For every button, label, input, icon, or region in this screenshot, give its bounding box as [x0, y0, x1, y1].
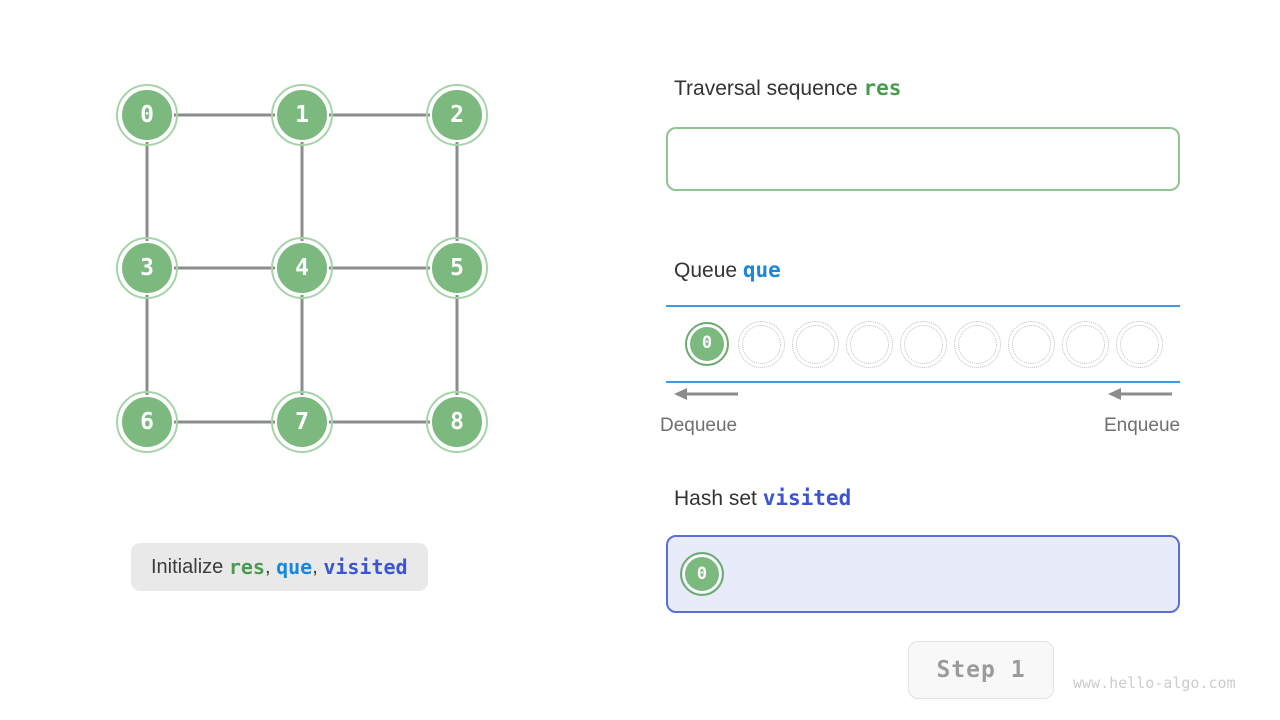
token-fill: 0 — [688, 324, 726, 363]
queue-arrow-row — [666, 385, 1180, 405]
queue-rule-bottom — [666, 381, 1180, 383]
caption-prefix: Initialize — [151, 555, 229, 578]
queue-slot-empty — [790, 319, 841, 370]
visited-items: 0 — [668, 537, 1178, 611]
graph-node-2[interactable]: 2 — [426, 84, 488, 146]
queue-title-prefix: Queue — [674, 259, 743, 282]
node-outer-ring — [426, 84, 488, 146]
queue-slot-empty — [736, 319, 787, 370]
graph-svg: 0 1 2 3 4 5 6 7 8 — [116, 84, 488, 453]
token-fill: 0 — [683, 555, 721, 593]
caption-var-visited: visited — [323, 555, 408, 579]
node-body — [275, 395, 329, 449]
res-box — [666, 127, 1180, 191]
graph-node-7[interactable]: 7 — [271, 391, 333, 453]
queue-section-title: Queue que — [674, 258, 781, 283]
graph-node-8[interactable]: 8 — [426, 391, 488, 453]
node-label: 4 — [295, 255, 309, 281]
caption-var-res: res — [228, 555, 265, 579]
visited-title-var: visited — [762, 486, 852, 510]
queue-area: 0 — [666, 305, 1180, 383]
caption-sep-2: , — [312, 555, 324, 578]
watermark: www.hello-algo.com — [1073, 674, 1236, 692]
node-outer-ring — [426, 391, 488, 453]
dequeue-arrow-icon — [674, 388, 738, 400]
queue-item: 0 — [685, 321, 729, 366]
caption-pill: Initialize res, que, visited — [131, 543, 428, 591]
node-outer-ring — [426, 237, 488, 299]
node-body — [430, 88, 484, 142]
node-label: 7 — [295, 409, 309, 435]
token-value: 0 — [701, 333, 713, 353]
node-body — [275, 241, 329, 295]
graph-node-6[interactable]: 6 — [116, 391, 178, 453]
queue-slot-empty — [1114, 319, 1165, 370]
queue-title-var: que — [742, 258, 781, 282]
token-ring — [685, 321, 729, 366]
graph-node-3[interactable]: 3 — [116, 237, 178, 299]
graph-node-4[interactable]: 4 — [271, 237, 333, 299]
caption-sep-1: , — [264, 555, 277, 578]
res-title-var: res — [863, 76, 902, 100]
node-outer-ring — [271, 391, 333, 453]
enqueue-arrow-icon — [1108, 388, 1172, 400]
queue-rule-top — [666, 305, 1180, 307]
node-body — [120, 241, 174, 295]
node-label: 0 — [140, 102, 154, 128]
node-label: 6 — [140, 409, 154, 435]
graph-panel: 0 1 2 3 4 5 6 7 8 Initialize res, que, visited — [0, 0, 620, 720]
queue-slots: 0 — [666, 305, 1180, 383]
queue-slot-empty — [844, 319, 895, 370]
visited-box: 0 — [666, 535, 1180, 613]
graph-node-1[interactable]: 1 — [271, 84, 333, 146]
token-value: 0 — [696, 563, 708, 584]
node-label: 5 — [450, 255, 464, 281]
visited-title-prefix: Hash set — [674, 487, 763, 510]
node-label: 8 — [450, 409, 464, 435]
res-section-title: Traversal sequence res — [674, 76, 901, 101]
visited-item: 0 — [680, 552, 724, 596]
node-label: 3 — [140, 255, 154, 281]
node-body — [275, 88, 329, 142]
graph-node-0[interactable]: 0 — [116, 84, 178, 146]
state-panel: Traversal sequence res Queue que 0 Deque… — [620, 0, 1280, 720]
queue-slot-filled: 0 — [682, 319, 733, 370]
node-body — [430, 241, 484, 295]
node-outer-ring — [116, 84, 178, 146]
node-body — [120, 88, 174, 142]
node-outer-ring — [116, 391, 178, 453]
node-outer-ring — [271, 237, 333, 299]
node-body — [120, 395, 174, 449]
graph-node-5[interactable]: 5 — [426, 237, 488, 299]
queue-slot-empty — [898, 319, 949, 370]
node-label: 2 — [450, 102, 464, 128]
res-title-prefix: Traversal sequence — [674, 77, 864, 100]
enqueue-label: Enqueue — [1104, 415, 1181, 436]
queue-slot-empty — [1060, 319, 1111, 370]
token-ring — [680, 552, 724, 596]
queue-slot-empty — [952, 319, 1003, 370]
node-outer-ring — [271, 84, 333, 146]
dequeue-label: Dequeue — [660, 415, 738, 436]
node-outer-ring — [116, 237, 178, 299]
node-label: 1 — [295, 102, 309, 128]
caption-var-que: que — [276, 555, 313, 579]
step-badge: Step 1 — [908, 641, 1054, 699]
node-body — [430, 395, 484, 449]
res-items — [668, 129, 1178, 189]
queue-slot-empty — [1006, 319, 1057, 370]
visited-section-title: Hash set visited — [674, 486, 851, 511]
